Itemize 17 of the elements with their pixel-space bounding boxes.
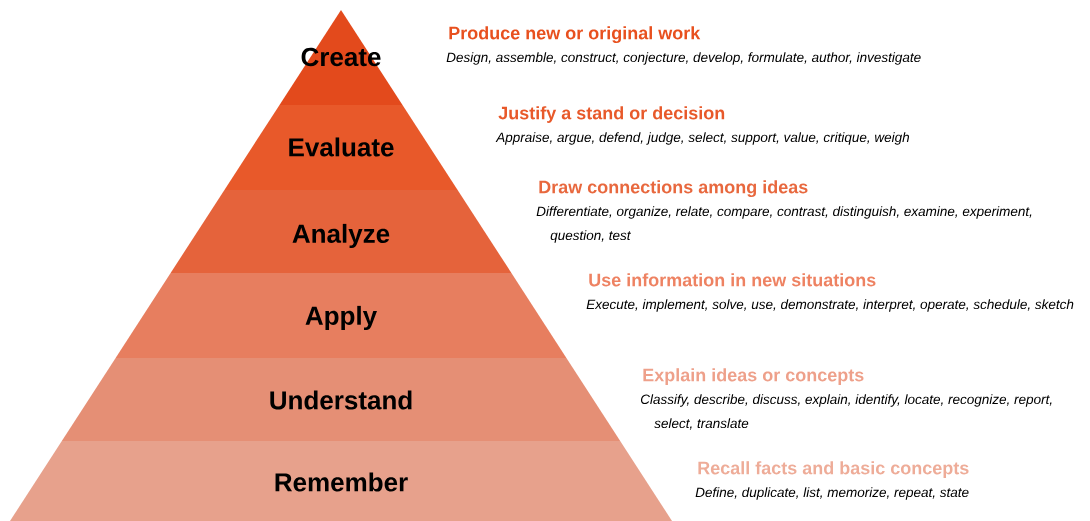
verb-list: Classify, describe, discuss, explain, identify, locate, recognize, report, select, translate (640, 394, 1052, 430)
pyramid-level: Apply (115, 273, 567, 358)
pyramid-level: Analyze (170, 190, 512, 273)
pyramid-level: Evaluate (224, 105, 458, 190)
level-heading: Justify a stand or decision (498, 106, 725, 123)
pyramid-level: Understand (61, 358, 621, 441)
verb-list: Appraise, argue, defend, judge, select, support, value, critique, weigh (495, 132, 909, 145)
level-heading: Use information in new situations (589, 273, 876, 287)
level-heading: Explain ideas or concepts (643, 368, 864, 385)
verb-list: Differentiate, organize, relate, compare, contrast, distinguish, examine, experiment, question, test (536, 206, 1032, 243)
verb-list: Define, duplicate, list, memorize, repeat, state (695, 487, 969, 500)
level-heading: Produce new or original work (449, 26, 701, 44)
pyramid-level: Remember (10, 441, 672, 521)
level-heading: Recall facts and basic concepts (698, 461, 969, 478)
level-heading: Draw connections among ideas (539, 180, 808, 198)
verb-list: Execute, implement, solve, use, demonstrate, interpret, operate, schedule, sketch (586, 299, 1074, 312)
verb-list: Design, assemble, construct, conjecture, develop, formulate, author, investigate (446, 52, 921, 65)
